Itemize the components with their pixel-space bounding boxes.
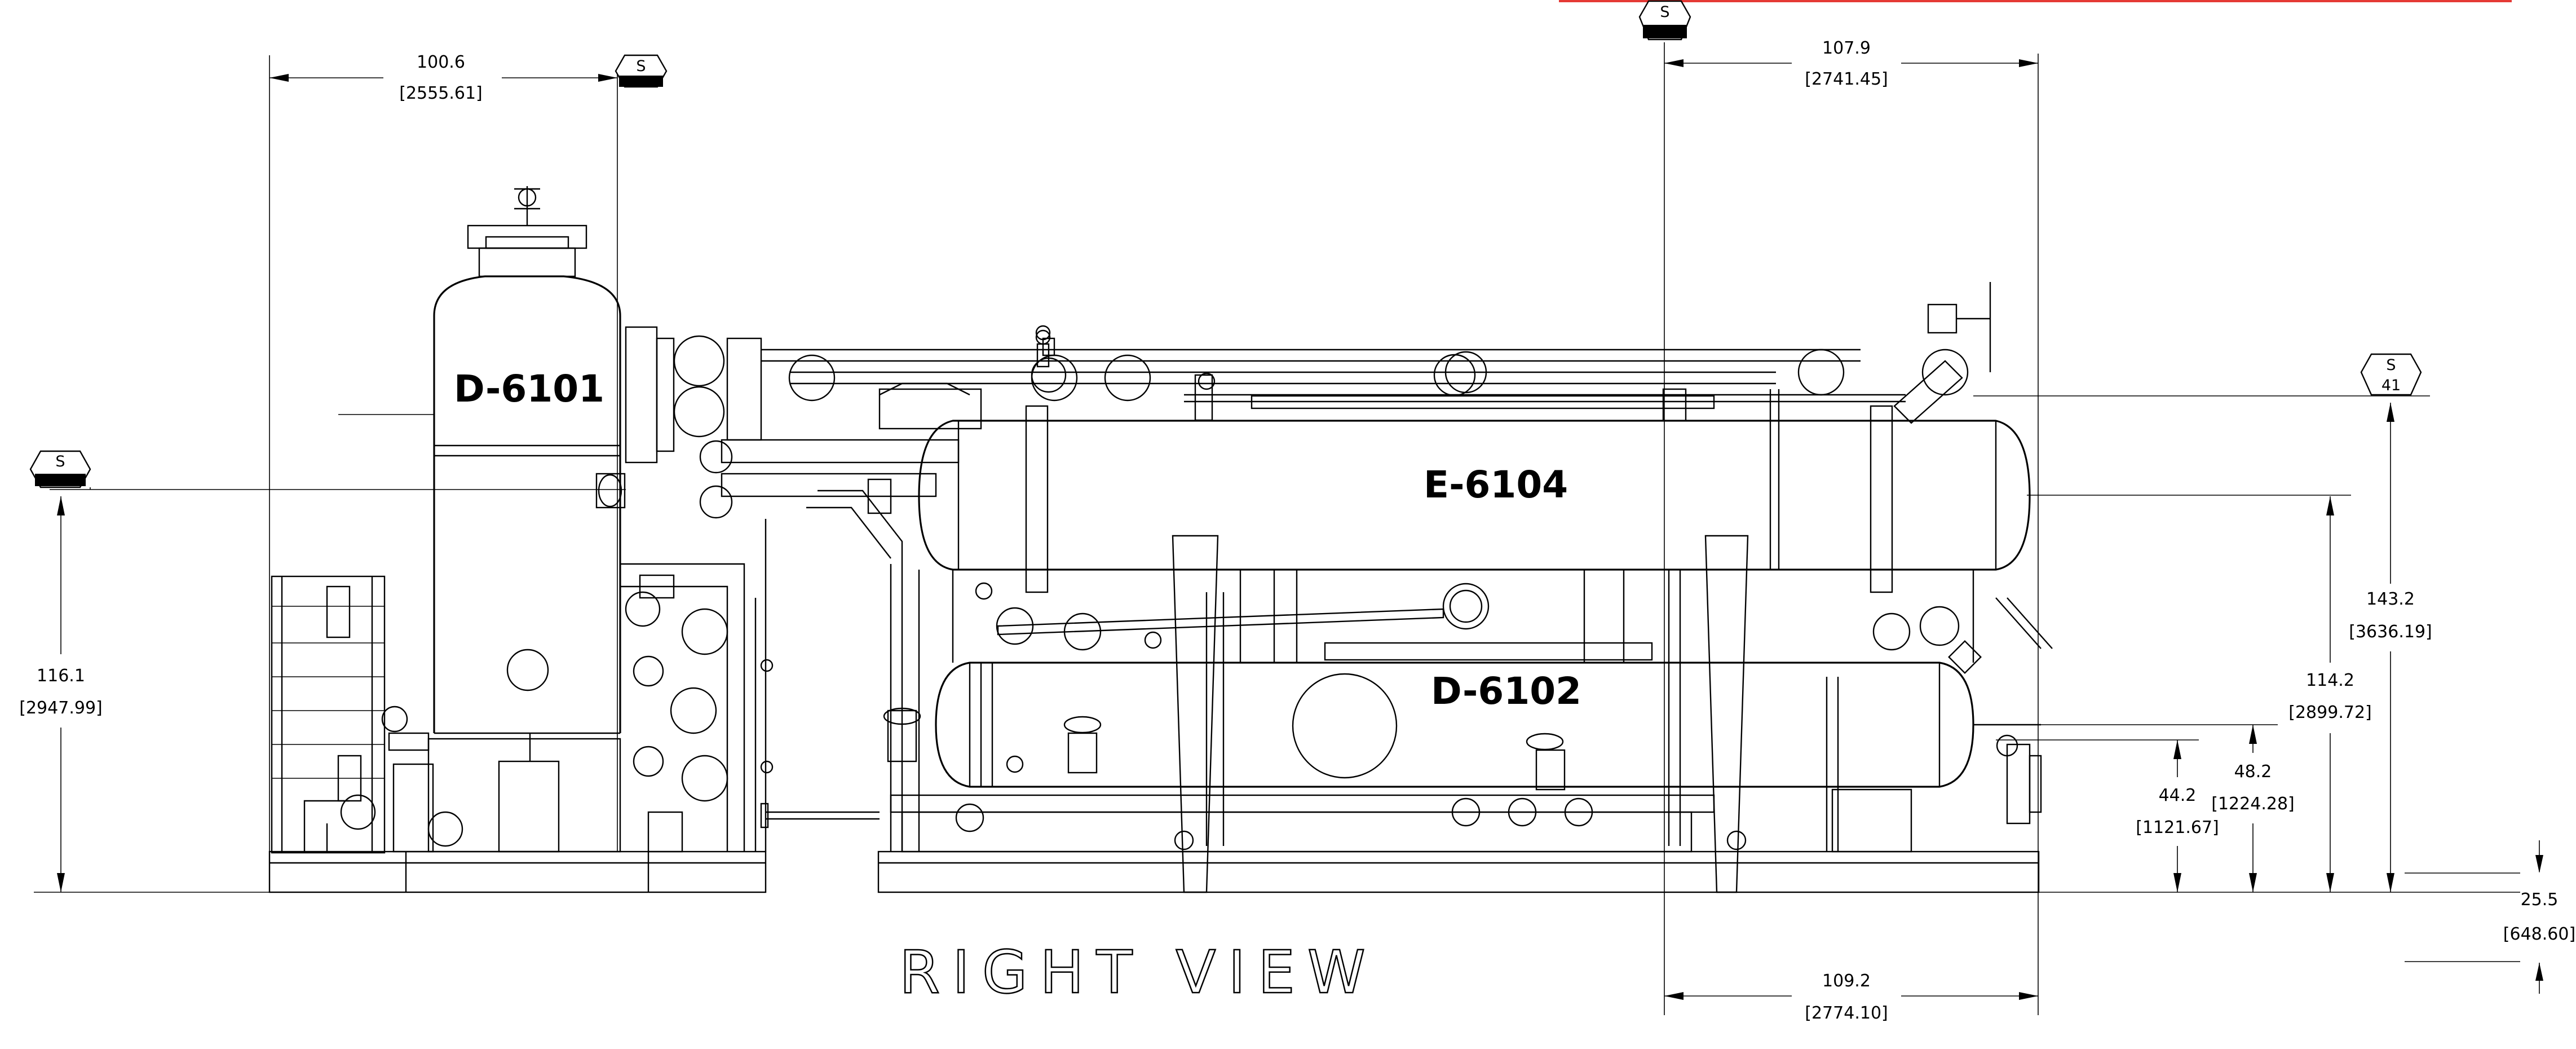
dim-e6104-mm: [2899.72] (2288, 703, 2371, 722)
dim-base-in: 25.5 (2521, 890, 2559, 910)
interconnect-pipe (760, 803, 880, 828)
dim-nozzle-in: 48.2 (2234, 762, 2272, 782)
svg-text:S: S (1660, 3, 1669, 21)
svg-text:S: S (636, 58, 646, 75)
exchanger-e6104 (918, 325, 2031, 630)
dim-top-in: 143.2 (2366, 589, 2415, 609)
tag-d6102: D-6102 (1431, 669, 1581, 713)
dim-nozzle-low-in: 44.2 (2159, 786, 2197, 805)
left-skid (268, 186, 774, 893)
station-marker-left: S (29, 450, 91, 490)
dim-width-bottom-in: 109.2 (1822, 971, 1871, 991)
svg-text:41: 41 (2381, 377, 2401, 394)
right-skid (877, 535, 2042, 893)
dim-top-mm: [3636.19] (2349, 622, 2432, 642)
dim-width-left-mm: [2555.61] (399, 83, 482, 103)
svg-text:S: S (55, 453, 65, 470)
station-marker-right: S 41 (2360, 353, 2422, 396)
dimension-lines (34, 42, 2543, 1015)
tag-d6101: D-6101 (454, 367, 604, 411)
dim-height-left-in: 116.1 (37, 666, 85, 686)
dim-width-bottom-mm: [2774.10] (1805, 1003, 1888, 1023)
dim-height-left-mm: [2947.99] (19, 698, 102, 718)
dim-width-top-in: 107.9 (1822, 38, 1871, 58)
station-marker-top-left: S (615, 54, 668, 88)
dim-width-left-in: 100.6 (417, 52, 465, 72)
tag-e6104: E-6104 (1424, 463, 1568, 506)
svg-text:S: S (2386, 356, 2396, 374)
dim-base-mm: [648.60] (2503, 924, 2575, 944)
dim-e6104-in: 114.2 (2306, 671, 2354, 690)
dim-nozzle-mm: [1224.28] (2211, 794, 2294, 814)
dim-width-top-mm: [2741.45] (1805, 69, 1888, 89)
station-marker-top-center: S (1638, 0, 1691, 41)
dimension-labels: 100.6 [2555.61] 107.9 [2741.45] 109.2 [2… (19, 38, 2575, 1023)
view-title: RIGHT VIEW (899, 938, 1378, 1007)
dim-nozzle-low-mm: [1121.67] (2136, 818, 2219, 838)
upper-piping (625, 282, 1991, 564)
